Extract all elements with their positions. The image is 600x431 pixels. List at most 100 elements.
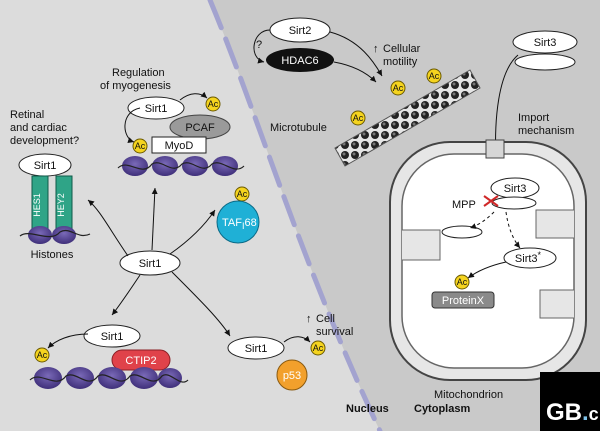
arrow-to-taf xyxy=(169,209,216,255)
acetyl-label: Ac xyxy=(208,99,219,109)
sirt1-central-label: Sirt1 xyxy=(139,258,162,270)
mitochondrion-label: Mitochondrion xyxy=(434,389,503,401)
histone xyxy=(182,156,208,176)
sirt3-mito-label: Sirt3 xyxy=(504,183,527,195)
sirt2-hdac6-arrow xyxy=(253,29,271,64)
acetylation-arrow xyxy=(179,91,208,101)
sirt1-myogenesis-oval xyxy=(127,96,185,120)
sirt3-cyto-oval xyxy=(512,30,578,54)
p53-circle xyxy=(276,359,308,391)
deacetylation-arrow xyxy=(283,335,311,343)
sirt1-ctip2-label: Sirt1 xyxy=(101,331,124,343)
crista xyxy=(402,229,441,261)
chromatin-ctip2 xyxy=(29,367,189,389)
sirt1-p53-oval xyxy=(227,336,285,360)
crista xyxy=(539,289,574,319)
up-arrow: ↑ xyxy=(373,43,379,55)
gb-logo xyxy=(540,372,600,431)
histones-label: Histones xyxy=(31,249,74,261)
nucleus-region xyxy=(0,0,380,431)
arrow-to-p53 xyxy=(171,271,231,337)
myod-box xyxy=(151,136,207,154)
hey2-label: HEY2 xyxy=(56,193,66,217)
histone xyxy=(122,156,148,176)
sirt3-processed-oval xyxy=(503,247,557,269)
deacetylation-arrow xyxy=(124,107,141,143)
dna-strand xyxy=(19,230,91,238)
acetyl-label: Ac xyxy=(37,350,48,360)
acetyl-group xyxy=(426,68,442,84)
import-channel xyxy=(485,139,505,159)
ctip2-label: CTIP2 xyxy=(125,355,156,367)
histone xyxy=(152,156,178,176)
sirt3-cyto-presequence xyxy=(514,53,576,71)
histone xyxy=(52,226,76,244)
tafi68-label: TAFI68 xyxy=(222,217,257,231)
arrow-to-myogenesis xyxy=(151,187,158,251)
histone xyxy=(212,156,238,176)
hes1-label: HES1 xyxy=(32,193,42,217)
proteinx-box xyxy=(431,291,495,309)
microtubule xyxy=(334,69,481,167)
retinal-heading-line3: development? xyxy=(10,135,79,147)
acetyl-label: Ac xyxy=(353,113,364,123)
crista xyxy=(535,209,574,239)
gb-logo-text: GB.c xyxy=(546,399,599,426)
sirt2-label: Sirt2 xyxy=(289,25,312,37)
cell-survival-line1: Cell xyxy=(316,313,335,325)
acetyl-group xyxy=(390,80,406,96)
acetyl-group xyxy=(310,340,326,356)
up-arrow: ↑ xyxy=(306,313,312,325)
mpp-label: MPP xyxy=(452,199,476,211)
acetyl-label: Ac xyxy=(237,189,248,199)
acetyl-label: Ac xyxy=(393,83,404,93)
acetyl-label: Ac xyxy=(429,71,440,81)
motility-line2: motility xyxy=(383,56,418,68)
acetyl-label: Ac xyxy=(313,343,324,353)
sirt1-ctip2-oval xyxy=(83,324,141,348)
sirt2-to-microtubule-arrow xyxy=(329,31,383,77)
motility-line1: Cellular xyxy=(383,43,421,55)
acetyl-group xyxy=(34,347,50,363)
sirt3-cyto-label: Sirt3 xyxy=(534,37,557,49)
deacetylation-arrow xyxy=(47,333,89,349)
tafi68-circle xyxy=(216,200,260,244)
p53-label: p53 xyxy=(283,370,301,382)
acetyl-label: Ac xyxy=(457,277,468,287)
nucleus-label: Nucleus xyxy=(346,403,389,415)
cytoplasm-label: Cytoplasm xyxy=(414,403,470,415)
chromatin-myogenesis xyxy=(117,156,245,176)
sirt1-retinal-label: Sirt1 xyxy=(34,160,57,172)
acetyl-group xyxy=(350,110,366,126)
cleaved-presequence xyxy=(441,225,483,239)
sirt1-myogenesis-label: Sirt1 xyxy=(145,103,168,115)
processing-arrow xyxy=(505,211,521,249)
acetyl-label: Ac xyxy=(135,141,146,151)
pcaf-label: PCAF xyxy=(185,122,215,134)
sirt1-p53-label: Sirt1 xyxy=(245,343,268,355)
sirt1-central-oval xyxy=(119,250,181,276)
hdac6-oval xyxy=(266,48,334,72)
deacetylation-arrow xyxy=(467,261,507,279)
hdac6-label: HDAC6 xyxy=(281,55,318,67)
myod-label: MyoD xyxy=(165,140,194,152)
import-heading-line2: mechanism xyxy=(518,125,574,137)
histone xyxy=(158,368,182,388)
arrow-to-retinal xyxy=(87,199,129,257)
retinal-heading-line2: and cardiac xyxy=(10,122,67,134)
import-heading-line1: Import xyxy=(518,112,549,124)
myogenesis-heading-line1: Regulation xyxy=(112,67,165,79)
acetyl-group xyxy=(454,274,470,290)
cell-survival-line2: survival xyxy=(316,326,353,338)
dna-strand xyxy=(29,374,189,383)
histone xyxy=(34,367,62,389)
dna-strand xyxy=(117,162,245,170)
nuclear-envelope xyxy=(207,0,383,431)
retinal-heading-line1: Retinal xyxy=(10,109,44,121)
acetyl-group xyxy=(205,96,221,112)
question-mark: ? xyxy=(256,39,262,51)
microtubule-label: Microtubule xyxy=(270,122,327,134)
proteinx-label: ProteinX xyxy=(442,295,485,307)
